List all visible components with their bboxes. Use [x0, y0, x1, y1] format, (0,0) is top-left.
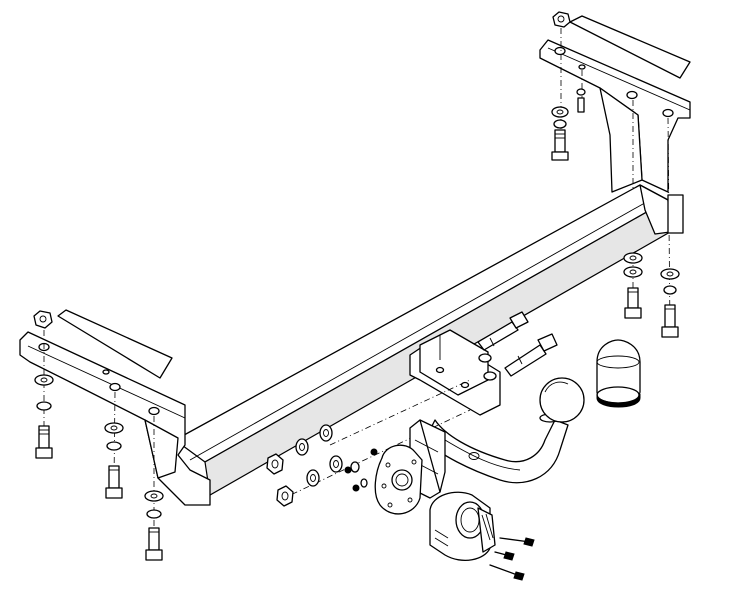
- left-bracket-fasteners: [34, 374, 164, 561]
- ball-cover: [596, 339, 641, 408]
- socket-plate: [374, 419, 446, 515]
- beam-washers-nuts: [266, 424, 378, 507]
- left-bracket: [19, 309, 211, 540]
- electric-socket: [429, 491, 535, 581]
- beam-end-fasteners: [623, 252, 680, 338]
- center-mount: [409, 311, 558, 416]
- right-bracket-fasteners: [551, 88, 586, 161]
